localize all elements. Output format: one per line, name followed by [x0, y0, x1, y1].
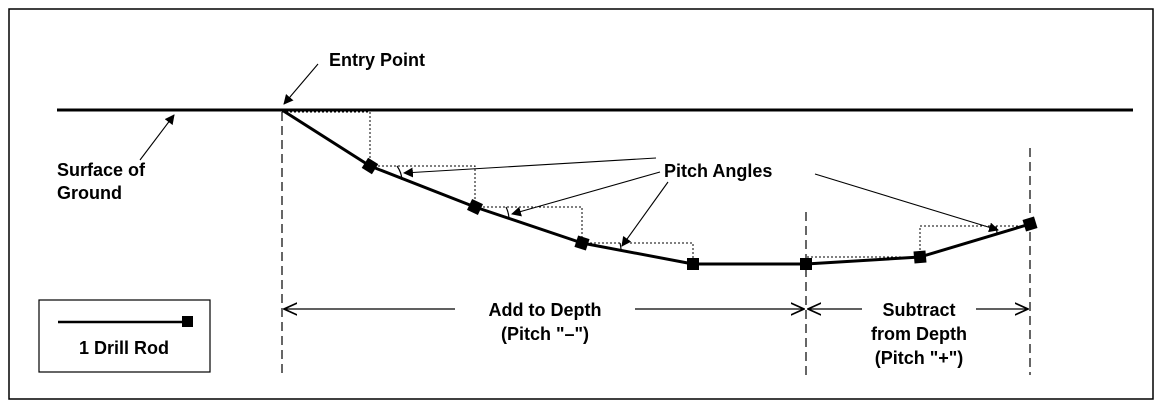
rod-joint-5	[800, 258, 812, 270]
diagram-frame	[8, 8, 1154, 400]
entry-point-pointer	[283, 63, 319, 105]
entry-point-label: Entry Point	[329, 50, 425, 70]
pitch-angles-label: Pitch Angles	[664, 161, 772, 181]
drill-path	[281, 108, 1031, 266]
pitch-pointer-4	[814, 173, 999, 233]
vertical-reference-lines	[281, 112, 1031, 375]
angle-arc-3	[619, 242, 622, 250]
add-depth-label-line1: Add to Depth	[489, 300, 602, 320]
legend: 1 Drill Rod	[38, 299, 211, 373]
rod-joint-2	[467, 199, 483, 215]
rod-joint-7	[1022, 216, 1038, 232]
rod-joint-3	[574, 235, 590, 251]
subtract-depth-label-line2: from Depth	[871, 324, 967, 344]
rod-joint-1	[361, 157, 379, 175]
subtract-depth-label-line1: Subtract	[882, 300, 955, 320]
pointer-lines	[139, 63, 999, 247]
surface-pointer	[139, 114, 175, 161]
surface-label-line1: Surface of	[57, 160, 146, 180]
pitch-guide-4	[582, 242, 694, 264]
rod-joint-markers	[361, 157, 1038, 270]
legend-rod-joint	[182, 316, 193, 327]
surface-label-line2: Ground	[57, 183, 122, 203]
legend-box	[38, 299, 211, 373]
legend-label: 1 Drill Rod	[79, 338, 169, 358]
pitch-construction-lines	[282, 111, 1030, 264]
pitch-pointer-1	[403, 157, 657, 178]
pitch-pointer-3	[621, 181, 669, 247]
pitch-pointer-2	[511, 171, 661, 217]
add-depth-label-line2: (Pitch "–")	[501, 324, 589, 344]
pitch-guide-2	[370, 165, 476, 207]
pitch-guide-1	[282, 111, 371, 166]
rod-joint-4	[687, 258, 699, 270]
rod-joint-6	[913, 250, 927, 264]
subtract-depth-label-line3: (Pitch "+")	[875, 348, 964, 368]
